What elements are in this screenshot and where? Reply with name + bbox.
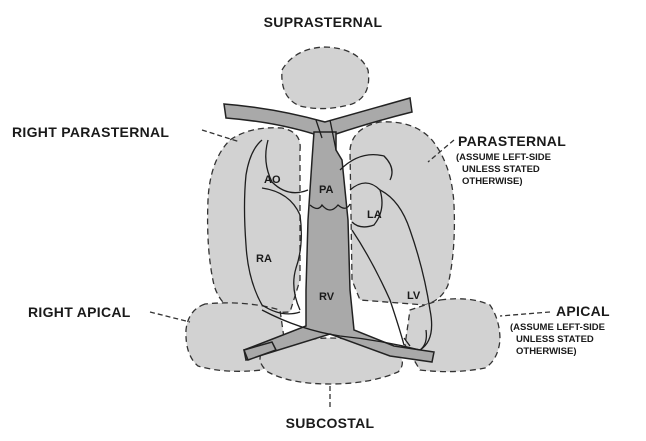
suprasternal-window	[282, 47, 369, 109]
apical-note-line-2: UNLESS STATED	[516, 334, 594, 345]
apical-note-line-1: (ASSUME LEFT-SIDE	[510, 322, 605, 333]
right-apical-label: RIGHT APICAL	[28, 304, 131, 320]
lv-label: LV	[407, 290, 421, 302]
parasternal-note-line-3: OTHERWISE)	[462, 176, 523, 187]
parasternal-note-line-1: (ASSUME LEFT-SIDE	[456, 152, 551, 163]
right-parasternal-leader	[202, 130, 240, 142]
la-label: LA	[367, 209, 382, 221]
apical-note-line-3: OTHERWISE)	[516, 346, 577, 357]
rv-label: RV	[319, 291, 335, 303]
right-parasternal-label: RIGHT PARASTERNAL	[12, 124, 169, 140]
subcostal-label: SUBCOSTAL	[286, 415, 375, 431]
suprasternal-label: SUPRASTERNAL	[264, 14, 383, 30]
pa-label: PA	[319, 184, 334, 196]
right-apical-leader	[150, 312, 190, 322]
parasternal-label: PARASTERNAL	[458, 133, 566, 149]
parasternal-note-line-2: UNLESS STATED	[462, 164, 540, 175]
apical-leader	[500, 312, 550, 316]
apical-label: APICAL	[556, 303, 610, 319]
ao-label: AO	[264, 174, 281, 186]
ra-label: RA	[256, 253, 272, 265]
